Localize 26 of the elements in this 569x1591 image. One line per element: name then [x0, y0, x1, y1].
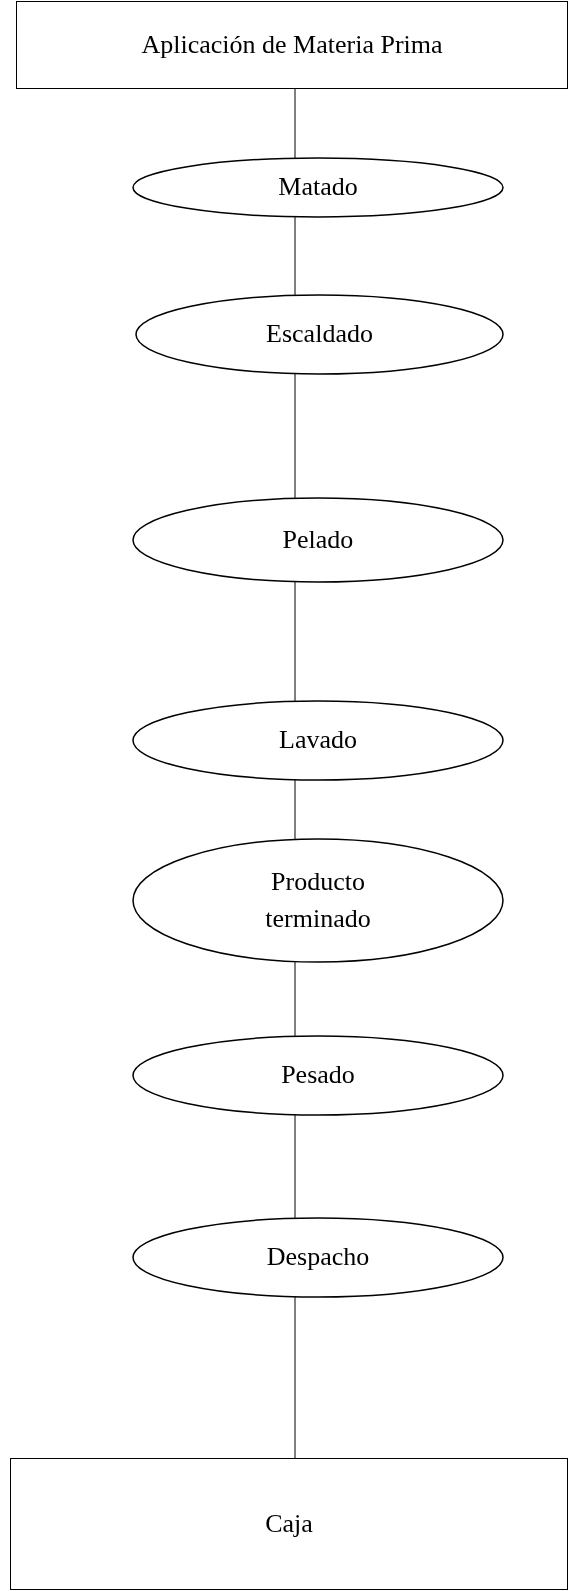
process-ellipse: [132, 1035, 504, 1116]
process-ellipse: [132, 497, 504, 583]
connector-line: [294, 216, 296, 296]
connector-line: [294, 961, 296, 1037]
connector-line: [294, 581, 296, 702]
step-label: Despacho: [266, 1241, 370, 1274]
process-ellipse: [135, 294, 504, 375]
connector-line: [294, 779, 296, 840]
connector-line: [294, 1296, 296, 1459]
step-label: Aplicación de Materia Prima: [141, 28, 443, 61]
step-label: Pelado: [282, 523, 354, 556]
process-box: [16, 1, 568, 89]
step-label: Producto terminado: [264, 866, 372, 935]
connector-line: [294, 88, 296, 159]
step-label: Pesado: [281, 1059, 355, 1092]
process-ellipse: [132, 157, 504, 218]
step-label: Matado: [278, 171, 358, 204]
step-label: Escaldado: [266, 318, 373, 351]
process-ellipse: [132, 838, 504, 963]
process-ellipse: [132, 1217, 504, 1298]
step-label: Lavado: [279, 724, 357, 757]
process-ellipse: [132, 700, 504, 781]
step-label: Caja: [265, 1507, 313, 1540]
process-box: [10, 1458, 568, 1590]
connector-line: [294, 1114, 296, 1219]
connector-line: [294, 373, 296, 499]
